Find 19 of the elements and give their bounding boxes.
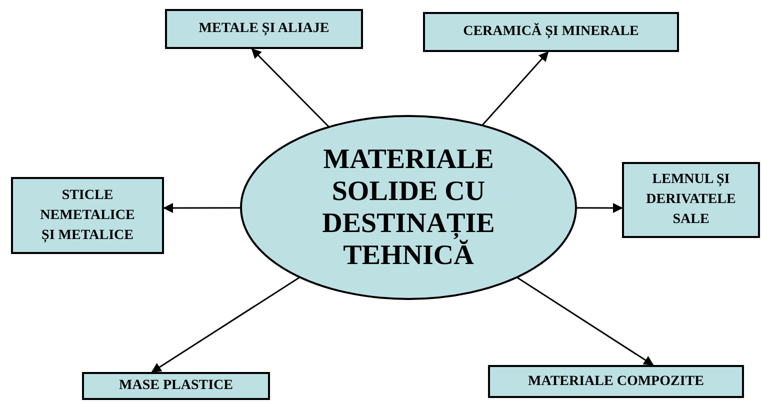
category-box [488,365,744,398]
arrow [163,202,243,213]
arrow [251,48,330,128]
node-text: METALE ȘI ALIAJE [198,21,330,37]
arrow [481,51,549,126]
node-text: MATERIALE SOLIDE CU DESTINAȚIE TEHNICĂ [321,144,496,272]
category-box [622,162,760,238]
node-text: CERAMICĂ ȘI MINERALE [463,24,639,40]
node-text: MASE PLASTICE [119,378,233,394]
category-box [423,12,679,52]
category-box [165,9,363,49]
node-text: MATERIALE COMPOZITE [528,374,704,390]
central-ellipse [240,115,577,300]
node-text: LEMNUL ȘI DERIVATELE SALE [645,171,737,229]
category-box [82,372,270,400]
category-box [11,177,164,254]
arrow [151,276,301,373]
arrow [516,276,654,366]
node-text: STICLE NEMETALICE ȘI METALICE [39,186,136,244]
